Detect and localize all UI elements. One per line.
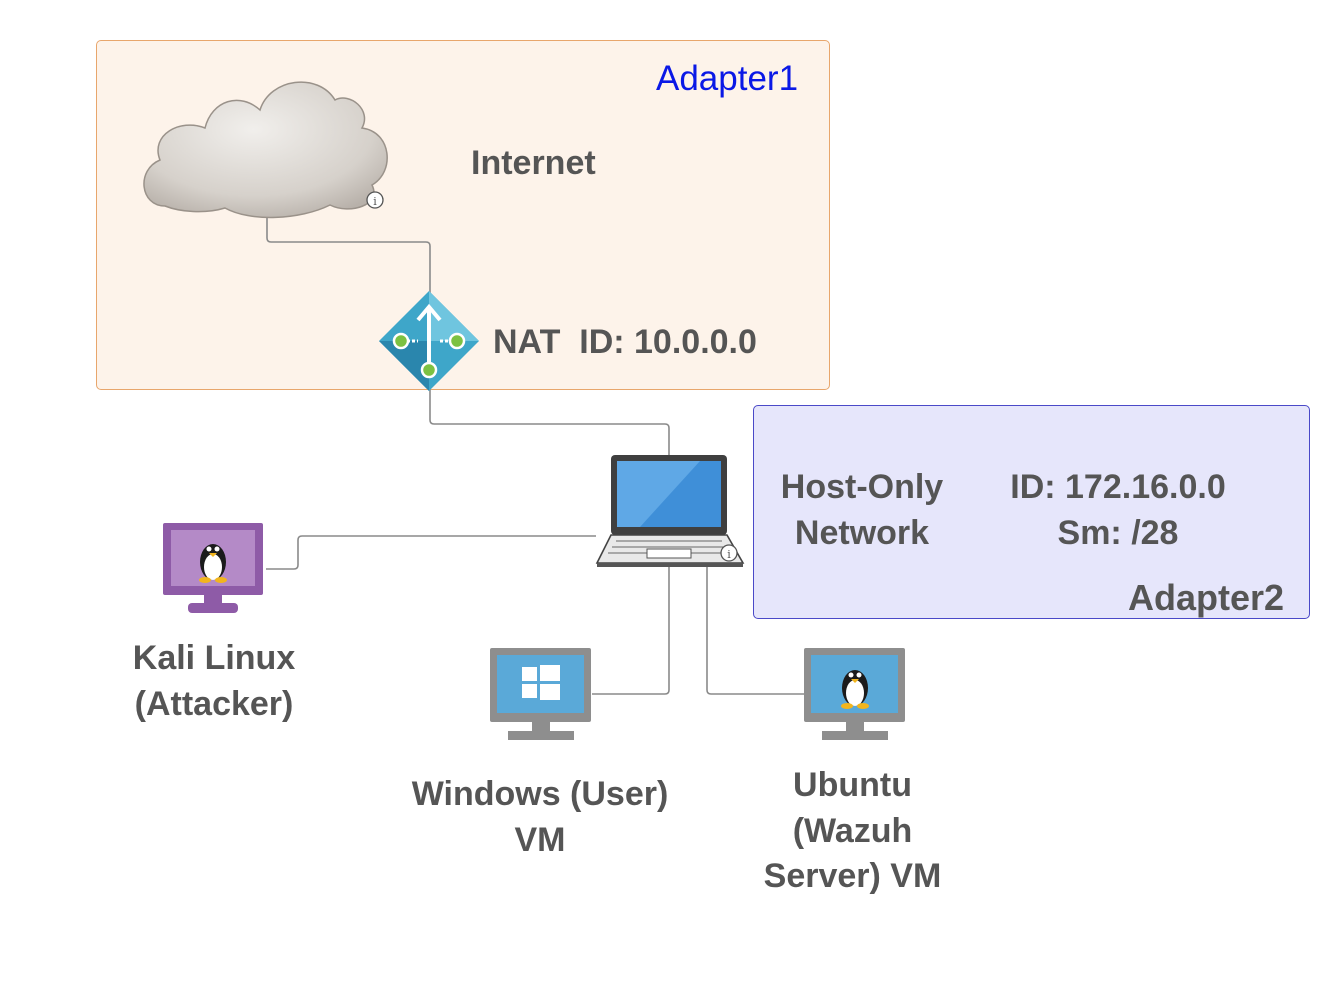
cloud-icon: i [143, 81, 388, 219]
windows-logo-icon [522, 665, 560, 700]
laptop-icon: i [595, 455, 745, 567]
windows-monitor-icon-svg [490, 648, 591, 740]
tux-icon [841, 670, 869, 709]
connector-nat-host [429, 388, 670, 456]
internet-label: Internet [471, 144, 596, 182]
host-only-network-id-label: ID: 172.16.0.0 Sm: /28 [1010, 468, 1226, 552]
connector-host-kali [266, 535, 596, 570]
ubuntu-monitor-icon-svg [804, 648, 905, 740]
adapter1-label: Adapter1 [656, 59, 799, 98]
host-only-zone [753, 405, 1310, 619]
nat-gateway-icon [379, 291, 479, 391]
connector-host-windows [592, 566, 670, 695]
ubuntu-wazuh-label: Ubuntu (Wazuh Server) VM [763, 766, 942, 895]
info-icon [366, 191, 384, 209]
kali-monitor-icon [163, 523, 263, 613]
nat-label: NAT ID: 10.0.0.0 [493, 323, 757, 361]
connectors [266, 205, 804, 695]
kali-linux-label: Kali Linux (Attacker) [132, 639, 296, 723]
windows-vm-label: Windows (User) VM [411, 775, 669, 859]
info-icon [720, 544, 738, 562]
connector-host-ubuntu [706, 566, 804, 695]
tux-icon [199, 544, 227, 583]
svg-text:i: i [727, 548, 731, 561]
connector-internet-nat [266, 205, 431, 300]
adapter2-label: Adapter2 [1128, 577, 1285, 618]
host-only-network-label: Host-Only Network [780, 468, 944, 552]
svg-text:i: i [373, 195, 377, 208]
